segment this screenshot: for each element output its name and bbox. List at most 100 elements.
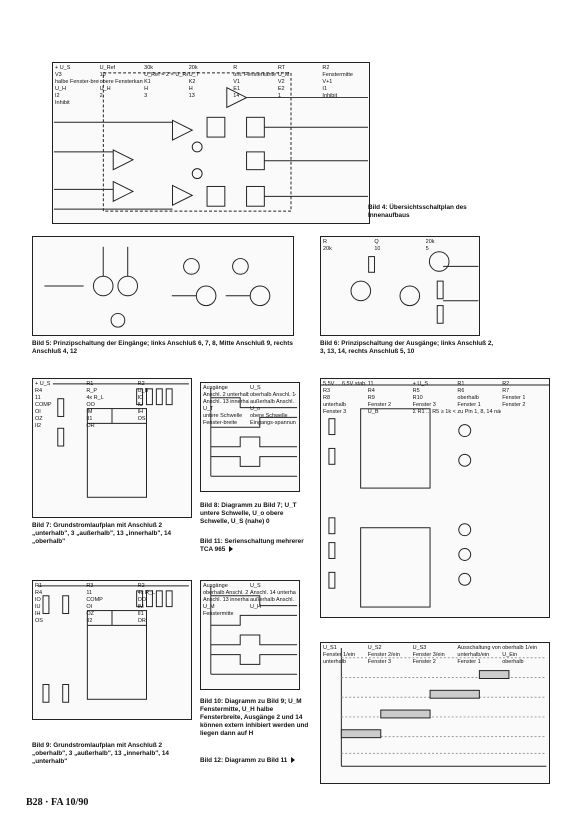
bild8-label: Anschl. 13 innerhalb	[203, 399, 249, 405]
bild11-label: 5,5V ... 6,5V stab.	[323, 381, 367, 387]
bild10-label: U_S	[250, 583, 261, 589]
bild10-label: außerhalb Anschl. 3	[250, 597, 296, 603]
bild7-label: OR	[86, 423, 95, 429]
bild5-schematic	[32, 236, 294, 336]
bild12-caption-text: Bild 12: Diagramm zu Bild 11	[200, 757, 288, 764]
bild4-label: 20k	[188, 65, 198, 71]
bild9-diagram	[38, 585, 189, 703]
bild8-label: Anschl. 2 unterhalb	[203, 392, 249, 398]
bild4-label: I2	[55, 93, 60, 99]
bild4-label: U_H	[55, 86, 67, 92]
bild12-label: Fenster 1	[457, 659, 481, 665]
bild7-diagram	[52, 383, 189, 498]
bild7-label: II1	[86, 416, 93, 422]
bild11-label: R3	[323, 388, 331, 394]
bild4-diagram	[53, 72, 369, 212]
bild9-label: IH	[35, 611, 41, 617]
bild11-label: U_B	[367, 409, 379, 415]
bild12-caption: Bild 12: Diagramm zu Bild 11	[200, 757, 310, 765]
bild12-label: U_S3	[412, 645, 427, 651]
bild4-label: U_H	[99, 86, 111, 92]
bild9-label: COMP	[86, 597, 103, 603]
bild11-label: + U_S	[412, 381, 429, 387]
bild4-label: 30k	[144, 65, 154, 71]
bild4-label: I1	[322, 86, 328, 92]
bild9-label: OO	[137, 597, 147, 603]
bild9-label: OR	[137, 618, 146, 624]
bild4-label: E1	[233, 86, 241, 92]
bild11-label: Fenster 3	[323, 409, 347, 415]
bild4-label: U_M	[277, 72, 290, 78]
bild7-label: II2	[35, 423, 42, 429]
bild5-diagram	[44, 246, 271, 328]
bild4-label: Fenstermitte	[322, 72, 353, 78]
bild4-label: H	[144, 86, 149, 92]
bild9-label: IO	[35, 597, 41, 603]
bild11-label: Fenster 2	[502, 402, 526, 408]
bild11-label: R9	[367, 395, 375, 401]
bild11-label: R7	[502, 388, 510, 394]
bild7-label: OI	[35, 409, 41, 415]
bild8-label: obere Schwelle	[250, 413, 288, 419]
bild12-label: oberhalb 1/ein	[502, 645, 538, 651]
bild10-label: Anschl. 14 unterhalb	[250, 590, 296, 596]
bild8-label: U_T	[203, 406, 214, 412]
bild4-label: K1	[144, 79, 151, 85]
bild12-label: U_Ein	[502, 652, 518, 658]
bild8-label: Ausgänge	[203, 385, 228, 391]
bild11-label: R5	[412, 388, 420, 394]
bild10-label: oberhalb Anschl. 2	[203, 590, 249, 596]
bild6-label: 20k	[323, 246, 332, 252]
bild4-label: 3	[144, 93, 148, 99]
bild9-label: R4	[35, 590, 43, 596]
bild4-label: V+1	[322, 79, 333, 85]
bild11-label: R4	[367, 388, 375, 394]
bild11-label: Fenster 3	[412, 402, 436, 408]
bild4-label: 2	[99, 93, 103, 99]
bild12-label: Fenster 3	[367, 659, 392, 665]
bild8-label: außerhalb Anschl. 3	[250, 399, 296, 405]
bild4-label: halbe Fenster-breite	[55, 79, 99, 85]
bild12-diagram	[340, 647, 547, 767]
bild12-label: Fenster 2/ein	[367, 652, 400, 658]
bild7-label: COMP	[35, 402, 52, 408]
bild11-caption: Bild 11: Serienschaltung mehrerer TCA 96…	[200, 538, 310, 554]
bild4-label: K2	[188, 79, 196, 85]
bild9-label: OS	[35, 618, 43, 624]
bild4-label: U_Ref = 2 × U_Ref	[144, 72, 188, 78]
bild4-label: U_Ref	[99, 65, 116, 71]
bild12-label: U_S1	[323, 645, 337, 651]
bild4-label: obere Fensterkante	[99, 79, 144, 85]
bild7-label: R4	[35, 388, 43, 394]
bild9-label: R3	[86, 583, 94, 589]
bild7-caption: Bild 7: Grundstromlaufplan mit Anschluß …	[32, 522, 172, 545]
bild7-label: 11	[35, 395, 41, 401]
arrow-right-icon	[291, 757, 296, 764]
bild12-label: Fenster 1/ein	[323, 652, 356, 658]
bild10-label: U_M	[203, 604, 215, 610]
bild9-label: OI	[86, 604, 93, 610]
bild6-label: 20k	[425, 239, 435, 245]
bild7-label: IU	[137, 402, 144, 408]
bild4-label: unt. Fensterkante	[233, 72, 277, 78]
bild4-label: + U_S	[55, 65, 71, 71]
bild12-label: unterhalb	[323, 659, 346, 665]
bild7-label: OS	[137, 416, 146, 422]
bild6-diagram	[350, 251, 479, 324]
bild6-label: 10	[374, 246, 381, 252]
bild7-label: IH	[137, 409, 144, 415]
bild10-diagram	[210, 586, 298, 675]
page-footer: B28 · FA 10/90	[26, 797, 89, 808]
bild4-label: R2	[322, 65, 330, 71]
bild11-label: 11	[367, 381, 374, 387]
bild7-label: IM	[86, 409, 93, 415]
bild9-label: II2	[86, 618, 93, 624]
bild6-label: Q	[374, 239, 379, 245]
bild11-label: R6	[457, 388, 465, 394]
